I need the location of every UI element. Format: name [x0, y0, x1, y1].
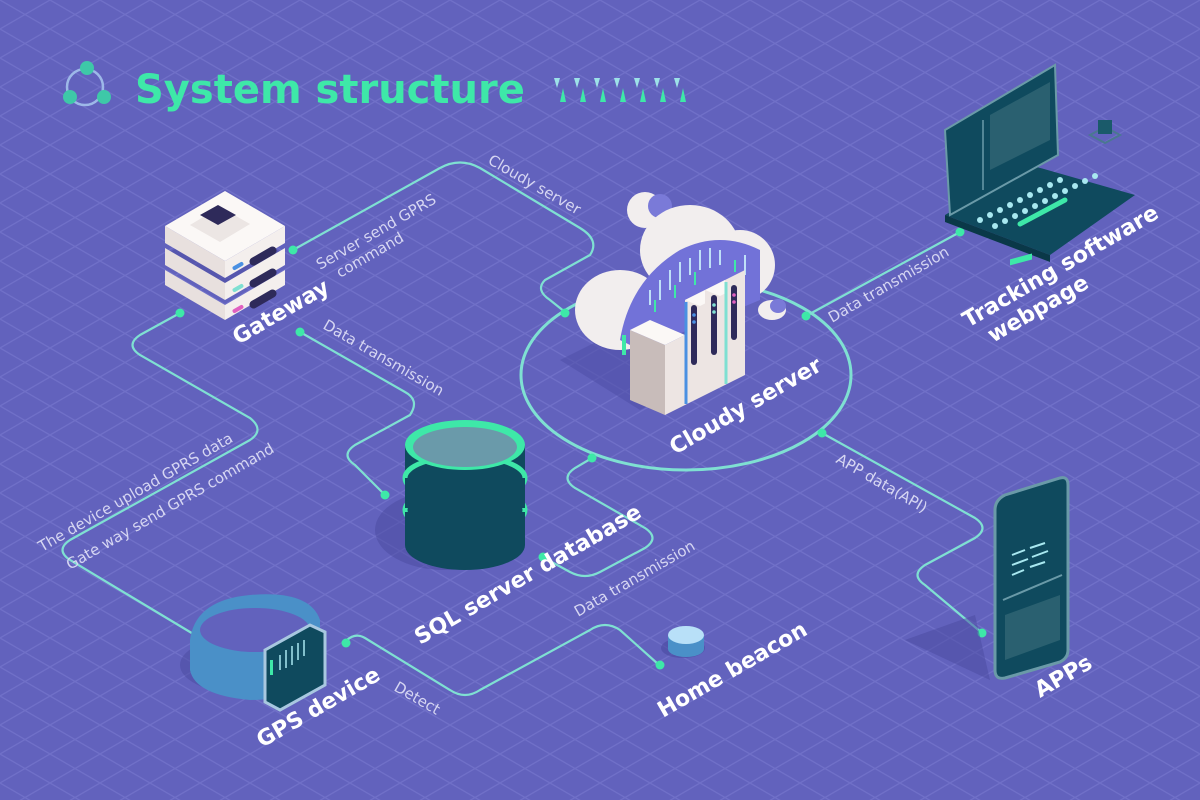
laptop-icon: [943, 63, 1135, 262]
gps-watch-icon: [180, 594, 327, 712]
zigzag-decoration-icon: [554, 78, 686, 102]
cloud-server-icon: [560, 192, 786, 415]
connection-cloud-webpage: [805, 231, 961, 317]
phone-icon: [905, 253, 1070, 680]
gateway-server-icon: [165, 191, 285, 320]
connection-gateway-database: [299, 331, 416, 496]
connection-gateway-gps: [61, 312, 259, 636]
connection-dots: [175, 227, 987, 670]
page-title: System structure: [135, 67, 525, 113]
connection-cloud-database: [547, 457, 654, 578]
title-icon: [63, 61, 111, 107]
connection-cloud-apps: [821, 432, 984, 634]
database-icon: [375, 420, 528, 570]
connection-gps-beacon: [345, 623, 659, 697]
connection-gateway-cloud: [292, 161, 595, 313]
home-beacon-icon: [661, 626, 705, 658]
